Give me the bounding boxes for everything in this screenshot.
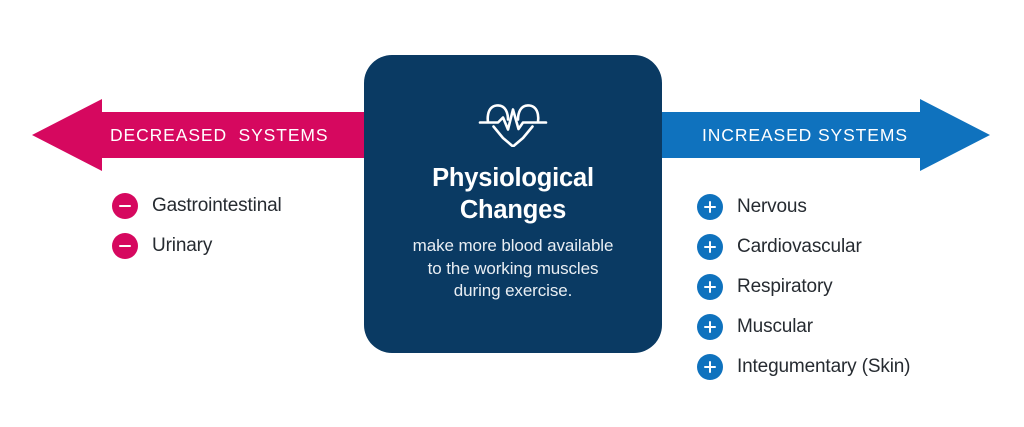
list-item-label: Muscular (737, 316, 813, 337)
plus-icon (697, 354, 723, 380)
card-title: Physiological Changes (388, 163, 638, 226)
list-item-label: Cardiovascular (737, 236, 862, 257)
minus-icon (112, 233, 138, 259)
list-item: Gastrointestinal (112, 186, 282, 226)
list-item: Cardiovascular (697, 227, 910, 267)
card-subtitle-line-3: during exercise. (453, 281, 573, 301)
decreased-systems-label: DECREASED SYSTEMS (110, 125, 329, 145)
card-title-line-1: Physiological (432, 164, 594, 192)
plus-icon (697, 234, 723, 260)
card-subtitle-line-1: make more blood available (412, 236, 614, 256)
list-item-label: Integumentary (Skin) (737, 356, 911, 377)
list-item: Nervous (697, 187, 910, 227)
card-subtitle: make more blood available to the working… (388, 235, 638, 302)
list-item: Integumentary (Skin) (697, 347, 911, 387)
list-item: Respiratory (697, 267, 910, 307)
increased-systems-list: Nervous Cardiovascular Respiratory Muscu… (697, 187, 911, 387)
increased-systems-label: INCREASED SYSTEMS (702, 125, 908, 145)
decreased-systems-list: Gastrointestinal Urinary (112, 186, 282, 266)
plus-icon (697, 274, 723, 300)
list-item-label: Nervous (737, 196, 807, 217)
card-title-line-2: Changes (459, 195, 567, 224)
physiological-changes-card: Physiological Changes make more blood av… (364, 55, 662, 353)
card-subtitle-line-2: to the working muscles (427, 258, 599, 278)
list-item: Urinary (112, 226, 282, 266)
list-item: Muscular (697, 307, 910, 347)
list-item-label: Gastrointestinal (152, 195, 282, 216)
minus-icon (112, 193, 138, 219)
plus-icon (697, 314, 723, 340)
list-item-label: Urinary (152, 235, 213, 256)
list-item-label: Respiratory (737, 276, 833, 297)
heart-pulse-icon (478, 104, 548, 147)
plus-icon (697, 194, 723, 220)
